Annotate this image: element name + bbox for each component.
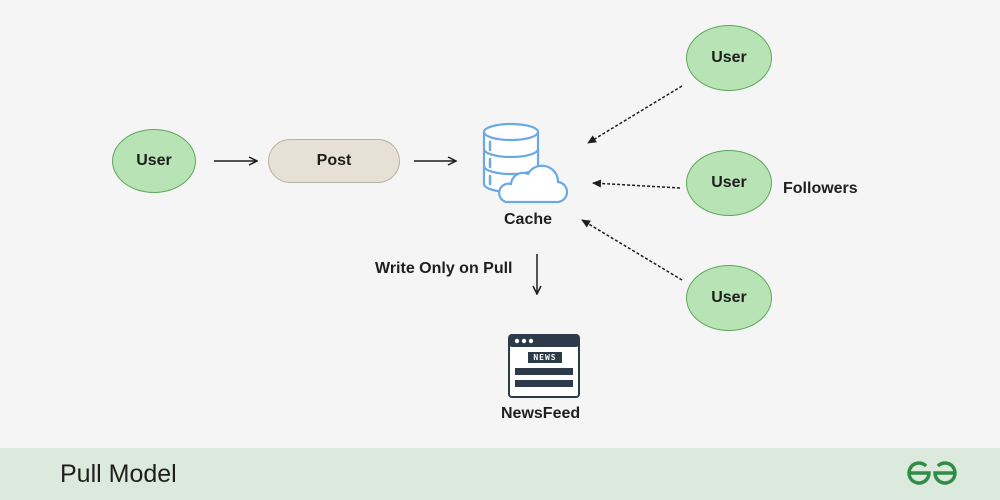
follower-user-label-1: User [711,49,747,66]
source-user-label: User [136,152,172,169]
arrow-follower-1-to-cache [587,85,683,144]
footer-title: Pull Model [60,460,177,488]
follower-user-label-3: User [711,289,747,306]
follower-user-node-3: User [686,265,772,331]
database-cloud-icon [482,122,568,204]
footer-bar: Pull Model [0,448,1000,500]
arrow-follower-3-to-cache [581,219,683,281]
post-node: Post [268,139,400,183]
post-label: Post [316,152,352,169]
cache-label: Cache [504,211,553,228]
news-badge-label: NEWS [533,353,557,362]
pull-model-diagram: User Post Cache Write Only on Pull NEWS … [112,25,858,448]
newspaper-window-icon: NEWS [508,334,580,398]
connectors [214,85,683,448]
write-only-on-pull-label: Write Only on Pull [375,260,513,277]
newsfeed-label: NewsFeed [501,405,581,422]
follower-user-node-2: User [686,150,772,216]
followers-label: Followers [783,180,858,197]
gfg-logo-icon [907,461,957,485]
source-user-node: User [112,129,196,193]
follower-user-node-1: User [686,25,772,91]
arrow-follower-2-to-cache [592,179,681,189]
follower-user-label-2: User [711,174,747,191]
